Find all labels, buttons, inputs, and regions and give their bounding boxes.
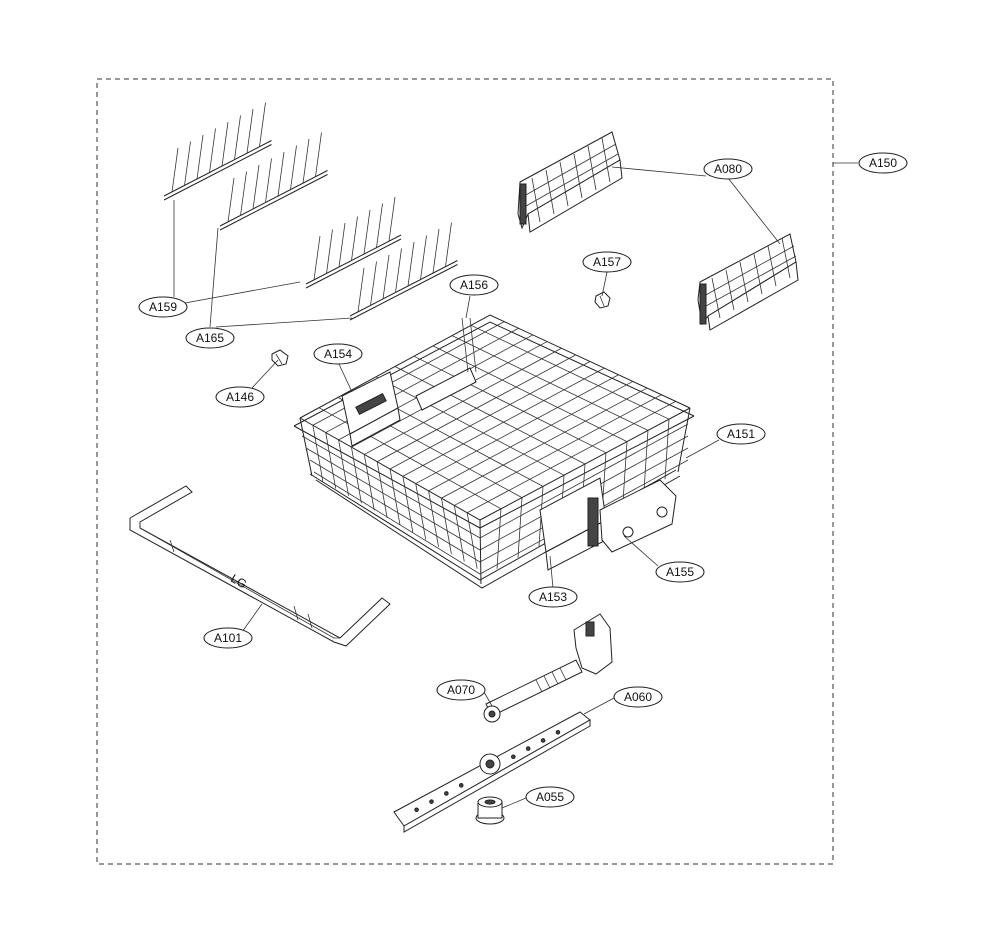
callout-label: A156 bbox=[460, 278, 488, 292]
callout-a157: A157 bbox=[582, 251, 632, 273]
rack-adjuster-a155 bbox=[599, 479, 677, 553]
callout-label: A151 bbox=[727, 427, 755, 441]
callout-label: A154 bbox=[324, 347, 352, 361]
spray-arm-a060 bbox=[393, 711, 591, 833]
callout-a151: A151 bbox=[716, 423, 766, 445]
rack-guard-lower bbox=[697, 233, 799, 331]
callout-a156: A156 bbox=[449, 274, 499, 296]
callout-label: A165 bbox=[196, 331, 224, 345]
callout-a150: A150 bbox=[858, 152, 908, 174]
spray-arm-tube-a070 bbox=[483, 613, 613, 723]
tine-row-right-2 bbox=[349, 222, 458, 321]
callout-label: A101 bbox=[214, 631, 242, 645]
callout-a153: A153 bbox=[528, 586, 578, 608]
callout-label: A159 bbox=[149, 300, 177, 314]
callout-label: A155 bbox=[666, 565, 694, 579]
rack-adjuster-a154 bbox=[341, 371, 401, 447]
callout-label: A146 bbox=[226, 390, 254, 404]
rack-slide-a156 bbox=[415, 317, 477, 411]
brand-logo: LG bbox=[228, 571, 249, 591]
callout-a165: A165 bbox=[185, 327, 235, 349]
front-trim-a101: LG bbox=[129, 485, 391, 647]
callout-a159: A159 bbox=[138, 296, 188, 318]
rack-adjuster-a153 bbox=[539, 477, 607, 571]
callout-label: A055 bbox=[536, 790, 564, 804]
assembly-boundary bbox=[96, 78, 834, 865]
callout-a154: A154 bbox=[313, 343, 363, 365]
tine-row-right-1 bbox=[305, 196, 402, 289]
spray-arm-nut-a055 bbox=[475, 796, 505, 825]
clip-a157 bbox=[594, 291, 611, 309]
rack-guard-upper bbox=[517, 131, 623, 233]
callout-a080: A080 bbox=[703, 158, 753, 180]
callout-layer: A150 A080A157A156A159A165A154A146A151A155… bbox=[138, 152, 908, 808]
callout-a070: A070 bbox=[436, 679, 486, 701]
callout-label: A150 bbox=[869, 156, 897, 170]
callout-label: A153 bbox=[539, 590, 567, 604]
dish-rack bbox=[293, 314, 695, 589]
callout-a055: A055 bbox=[525, 786, 575, 808]
callout-a101: A101 bbox=[203, 627, 253, 649]
callout-label: A157 bbox=[593, 255, 621, 269]
callout-label: A080 bbox=[714, 162, 742, 176]
callout-label: A070 bbox=[447, 683, 475, 697]
callout-label: A060 bbox=[624, 690, 652, 704]
callout-a155: A155 bbox=[655, 561, 705, 583]
callout-a060: A060 bbox=[613, 686, 663, 708]
tine-row-a165 bbox=[219, 132, 328, 231]
callout-a146: A146 bbox=[215, 386, 265, 408]
tine-row-a159 bbox=[163, 102, 272, 201]
leader-lines bbox=[173, 162, 858, 809]
